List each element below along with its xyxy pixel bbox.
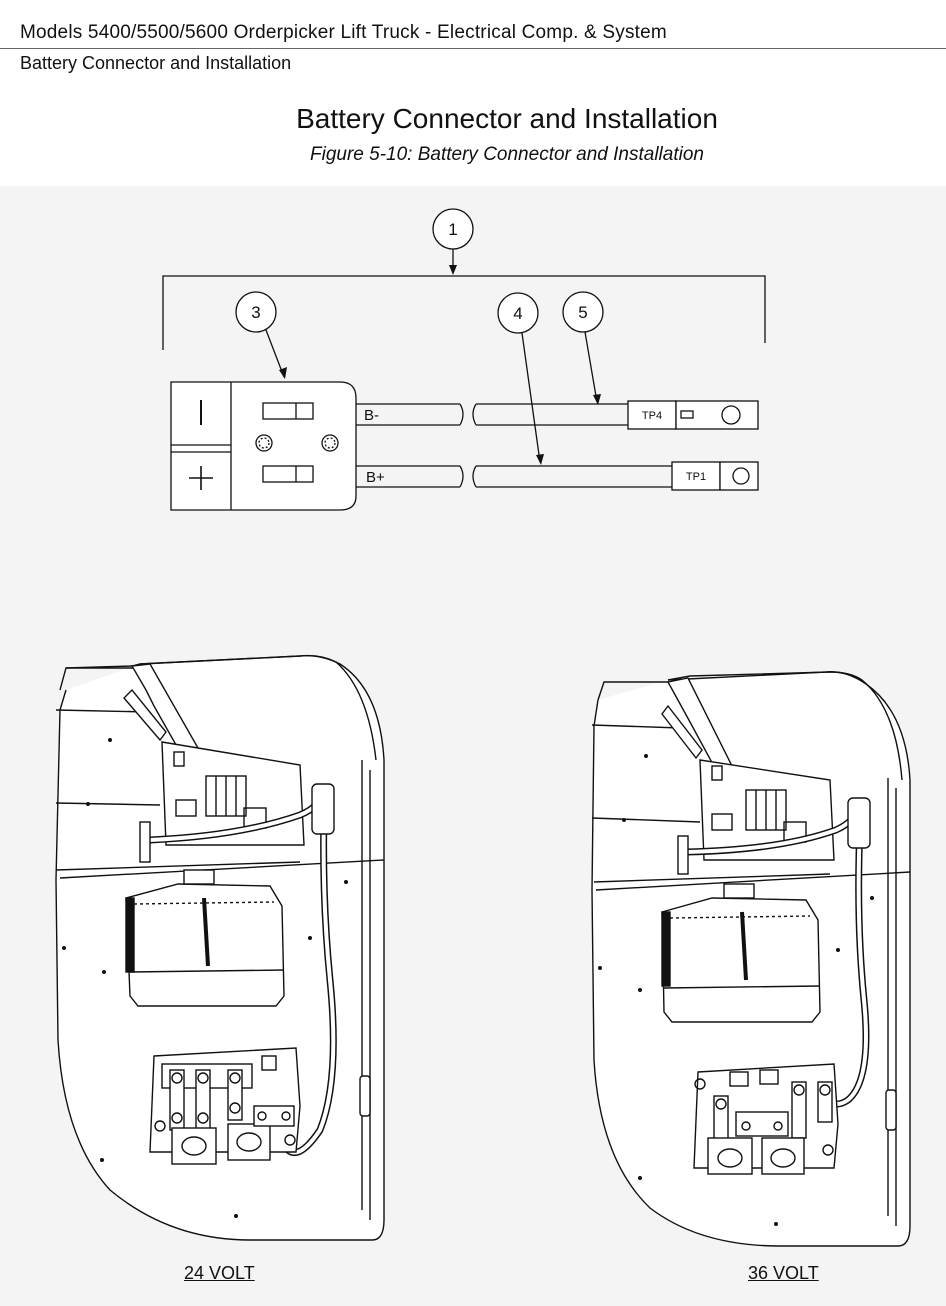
callout-3: 3 xyxy=(235,291,287,379)
positive-cable: B+ TP1 xyxy=(356,461,759,491)
svg-text:1: 1 xyxy=(448,220,457,239)
connector-schematic: 1 3 4 5 xyxy=(162,208,766,511)
negative-cable-label: B- xyxy=(364,407,379,424)
svg-text:3: 3 xyxy=(251,303,260,322)
svg-text:4: 4 xyxy=(513,304,522,323)
terminal-tp1 xyxy=(671,461,721,491)
positive-cable-label: B+ xyxy=(366,469,385,486)
label-24-volt: 24 VOLT xyxy=(184,1263,255,1283)
callout-5: 5 xyxy=(562,291,604,405)
negative-cable: B- TP4 xyxy=(356,400,759,430)
installation-view-24-volt xyxy=(55,654,385,1241)
header-divider xyxy=(0,48,946,49)
svg-text:TP4: TP4 xyxy=(642,410,662,422)
document-title: Models 5400/5500/5600 Orderpicker Lift T… xyxy=(20,22,667,43)
battery-connector-figure: 1 3 4 5 xyxy=(55,208,911,1247)
terminal-tp4 xyxy=(627,400,677,430)
svg-text:TP1: TP1 xyxy=(686,471,706,483)
installation-view-36-volt xyxy=(591,671,911,1247)
figure-caption: Figure 5-10: Battery Connector and Insta… xyxy=(310,144,704,165)
assembly-bracket xyxy=(162,275,766,350)
svg-text:5: 5 xyxy=(578,303,587,322)
callout-4: 4 xyxy=(497,292,544,465)
section-title: Battery Connector and Installation xyxy=(20,53,292,73)
label-36-volt: 36 VOLT xyxy=(748,1263,819,1283)
callout-1: 1 xyxy=(432,208,474,275)
battery-connector-housing xyxy=(170,381,357,511)
page-title: Battery Connector and Installation xyxy=(296,103,718,134)
